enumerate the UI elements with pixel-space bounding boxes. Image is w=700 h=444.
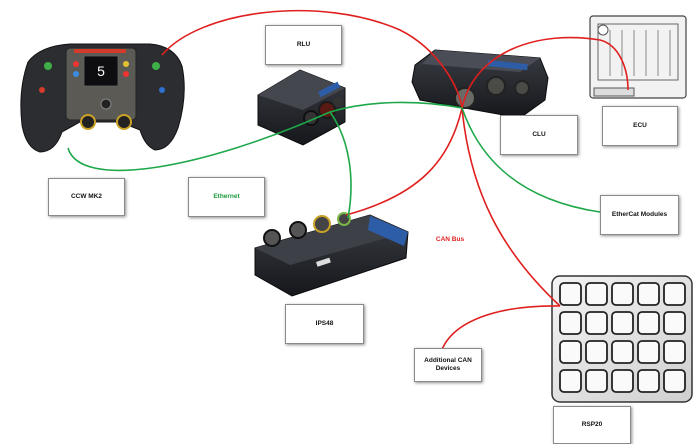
ethernet-cable-wheel [67,111,331,172]
ips48-device [254,212,409,297]
clu-device [411,49,549,119]
ecu-device [589,15,687,99]
keypad-button [585,369,608,393]
can-cable-ips48 [345,107,463,216]
ccw-mk2-label: CCW MK2 [48,178,125,216]
keypad-button [585,340,608,364]
can-cable-additional [439,305,561,356]
ethernet-cable-rlu-clu [329,101,463,113]
ethernet-cable-rlu-ips48 [329,111,352,219]
can-cable-wheel [161,9,463,109]
keypad-button [637,311,660,335]
additional-can-devices-label: Additional CAN Devices [414,348,482,382]
keypad-button [637,282,660,306]
keypad-button [663,311,686,335]
keypad-button [559,340,582,364]
can-bus-label: CAN Bus [435,235,465,243]
keypad-button [637,340,660,364]
keypad-button [663,340,686,364]
keypad-button [559,311,582,335]
keypad-button [663,282,686,306]
ips48-label: IPS48 [285,304,364,344]
can-cable-ecu [461,36,629,109]
can-cable-rsp20 [461,107,561,307]
keypad-button [585,311,608,335]
wheel-gear-display: 5 [97,63,105,79]
ethernet-label: Ethernet [188,177,265,217]
keypad-button [559,369,582,393]
keypad-button [585,282,608,306]
keypad-button [663,369,686,393]
keypad-button [611,311,634,335]
ccw-mk2-steering-wheel: 5 [20,43,185,153]
ecu-label: ECU [602,106,678,146]
ethercat-label: EtherCat Modules [600,195,679,235]
rsp20-label: RSP20 [553,406,631,444]
rsp20-buttons [559,282,686,393]
ethernet-cable-ethercat [461,107,601,213]
rlu-device [257,69,346,146]
keypad-button [611,282,634,306]
keypad-button [559,282,582,306]
keypad-button [637,369,660,393]
rlu-label: RLU [265,25,342,65]
keypad-button [611,340,634,364]
clu-label: CLU [500,115,578,155]
keypad-button [611,369,634,393]
